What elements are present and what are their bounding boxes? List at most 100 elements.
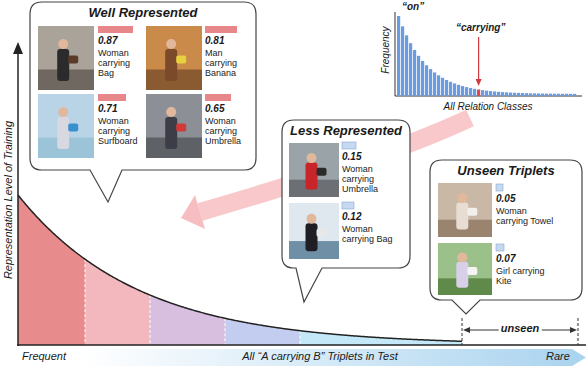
hist-bar <box>569 94 572 96</box>
photo <box>289 143 339 197</box>
photo-object <box>317 168 327 176</box>
callout-heading: Less Represented <box>282 120 410 138</box>
score: 0.81 <box>205 35 224 46</box>
curve-segment <box>150 295 225 345</box>
photo-object <box>68 123 78 131</box>
hist-bar <box>405 35 408 96</box>
hist-bar <box>565 94 568 96</box>
photo-object <box>68 55 78 63</box>
photo-figure-head <box>166 107 176 117</box>
callout-outline <box>30 2 256 202</box>
hist-bar <box>537 93 540 96</box>
score: 0.12 <box>342 211 361 222</box>
unseen-head <box>570 327 577 333</box>
photo-figure-head <box>58 39 68 49</box>
score-bar <box>342 202 354 209</box>
callout-heading: Well Represented <box>30 2 256 20</box>
hist-bar <box>449 82 452 96</box>
curve-segment <box>225 318 300 345</box>
score-bar <box>342 142 356 149</box>
photo-figure-head <box>166 39 176 49</box>
y-axis <box>17 52 19 346</box>
unseen-bound <box>462 318 463 345</box>
transfer-arrow-head <box>181 195 205 229</box>
photo-figure <box>306 223 318 251</box>
x-axis <box>17 344 586 346</box>
photo-figure <box>165 49 177 81</box>
hist-bar <box>529 93 532 96</box>
hist-bar <box>481 90 484 96</box>
photo-object <box>467 208 477 216</box>
photo-object <box>317 229 327 237</box>
hist-bar <box>561 94 564 96</box>
hist-bar <box>505 92 508 96</box>
axis-end-label: Rare <box>546 350 570 362</box>
hist-bar <box>445 80 448 96</box>
callout-bubble: Unseen Triplets <box>430 160 582 314</box>
hist-bar <box>397 16 400 96</box>
score-bar <box>98 26 133 33</box>
hist-bar <box>473 89 476 96</box>
hist-bar <box>525 93 528 96</box>
triplet: Woman carrying Bag <box>98 48 142 78</box>
hist-bar <box>493 91 496 96</box>
callout-shape <box>430 160 582 314</box>
segment-divider <box>300 331 301 345</box>
pointer-head <box>476 79 482 86</box>
hist-bar <box>501 92 504 96</box>
hist-bar <box>425 65 428 96</box>
photo <box>146 26 202 90</box>
triplet: Man carrying Banana <box>205 48 251 78</box>
photo-group <box>438 183 504 295</box>
hist-bar <box>497 92 500 96</box>
hist-bar <box>545 94 548 96</box>
score: 0.71 <box>98 103 117 114</box>
axis-label: Representation Level of Training <box>2 121 14 279</box>
callout-shape <box>30 2 256 202</box>
triplet: Woman carrying Umbrella <box>205 116 251 146</box>
range-label: unseen <box>499 322 542 334</box>
photo-figure <box>165 117 177 149</box>
photo-figure-head <box>457 253 467 263</box>
curve-segment <box>85 259 150 345</box>
score-bar <box>205 26 237 33</box>
hist-y-axis <box>395 12 396 96</box>
hist-bar <box>401 26 404 96</box>
score-bar <box>98 94 126 101</box>
segment-divider <box>150 295 151 345</box>
hist-bar <box>461 86 464 96</box>
callout-outline <box>430 160 582 314</box>
hist-bar <box>533 93 536 96</box>
hist-bar <box>513 93 516 96</box>
photo <box>289 203 339 259</box>
hist-bar <box>573 94 576 96</box>
pointer-line <box>478 37 479 80</box>
triplet: Woman carrying Umbrella <box>342 164 396 194</box>
photo-figure <box>57 49 69 81</box>
photo-figure <box>456 202 468 229</box>
hist-bar <box>441 78 444 96</box>
hist-bar <box>549 94 552 96</box>
segment-divider <box>225 318 226 345</box>
axis-label: All Relation Classes <box>444 101 533 112</box>
y-axis-head <box>13 42 23 54</box>
score: 0.07 <box>496 253 515 264</box>
triplet: Girl carrying Kite <box>496 266 556 286</box>
photo-object <box>176 123 186 131</box>
photo <box>438 183 492 237</box>
photo-object <box>467 267 477 275</box>
segment-divider <box>85 259 86 345</box>
callout-heading: Unseen Triplets <box>430 160 582 178</box>
hist-bar <box>457 85 460 96</box>
hist-bar <box>489 91 492 96</box>
score: 0.15 <box>342 151 361 162</box>
score-bar <box>496 244 504 251</box>
score: 0.87 <box>98 35 117 46</box>
callout-shape <box>282 120 410 302</box>
callout-bubble: Well Represented <box>30 2 256 202</box>
photo-figure-head <box>58 107 68 117</box>
x-band-arrow <box>80 349 586 366</box>
photo-figure-head <box>307 214 317 224</box>
photo <box>146 94 202 158</box>
hist-bar <box>553 94 556 96</box>
